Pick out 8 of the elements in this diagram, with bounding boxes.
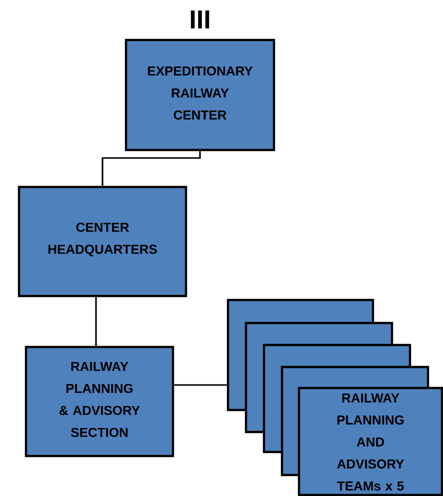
unit-box: RAILWAY PLANNING & ADVISORY SECTION (24, 346, 174, 458)
echelon-mark: III (190, 10, 210, 28)
connector-line (95, 297, 97, 346)
unit-box: EXPEDITIONARY RAILWAY CENTER (124, 38, 276, 152)
connector-line (102, 151, 201, 186)
unit-box: RAILWAY PLANNING AND ADVISORY TEAMs x 5 (298, 386, 443, 496)
unit-box: CENTER HEADQUARTERS (18, 186, 188, 298)
connector-line (174, 384, 227, 386)
